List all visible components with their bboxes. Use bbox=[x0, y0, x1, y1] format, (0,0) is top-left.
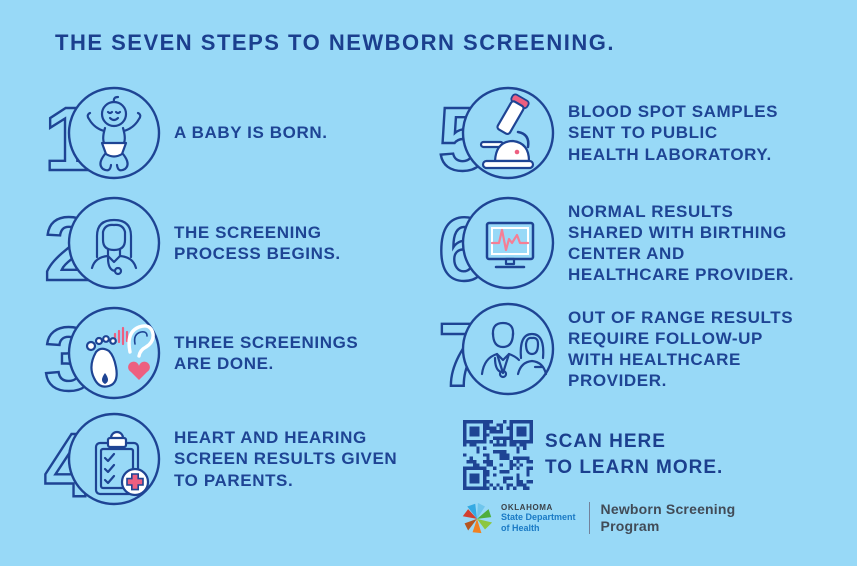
step-4-label: HEART AND HEARING SCREEN RESULTS GIVEN T… bbox=[174, 428, 398, 490]
step-6-badge: 6 bbox=[437, 196, 555, 292]
step-1-badge: 1 bbox=[43, 86, 161, 182]
providers-icon bbox=[480, 321, 548, 379]
logo-line1: OKLAHOMA bbox=[501, 503, 553, 513]
step-4-badge: 4 bbox=[43, 412, 161, 508]
baby-icon bbox=[86, 95, 142, 172]
step-2: 2 THE SCREENING PROCESS BEGINS. bbox=[42, 194, 341, 292]
step-2-badge: 2 bbox=[43, 196, 161, 292]
poster-title: THE SEVEN STEPS TO NEWBORN SCREENING. bbox=[55, 30, 615, 55]
program-name: Newborn Screening Program bbox=[600, 500, 736, 535]
step-5-badge: 5 bbox=[437, 86, 555, 182]
logo-line2: State Department bbox=[501, 512, 576, 523]
step-5-label: BLOOD SPOT SAMPLES SENT TO PUBLIC HEALTH… bbox=[568, 102, 779, 164]
footer-divider bbox=[588, 502, 590, 534]
step-2-label: THE SCREENING PROCESS BEGINS. bbox=[174, 222, 341, 263]
scan-label: SCAN HERE TO LEARN MORE. bbox=[545, 431, 724, 478]
step-7: 7 OUT OF RANGE RESULTS REQUIRE FOLLOW-UP… bbox=[436, 300, 793, 398]
step-1-label: A BABY IS BORN. bbox=[174, 123, 328, 143]
checklist-cross-icon bbox=[94, 430, 150, 497]
step-3-badge: 3 bbox=[43, 306, 161, 402]
step-7-label: OUT OF RANGE RESULTS REQUIRE FOLLOW-UP W… bbox=[568, 307, 794, 391]
step-3-label: THREE SCREENINGS ARE DONE. bbox=[174, 332, 359, 373]
logo-line3: of Health bbox=[501, 522, 540, 533]
microscope-icon bbox=[479, 93, 535, 170]
step-5: 5 BLOOD SPOT SAMPLES SENT TO PUBLIC HEAL… bbox=[436, 84, 778, 182]
logo-text: OKLAHOMA State Department of Health bbox=[501, 503, 576, 533]
qr-code bbox=[463, 420, 533, 490]
step-6-label: NORMAL RESULTS SHARED WITH BIRTHING CENT… bbox=[568, 201, 795, 285]
step-3: 3 THREE SCREENINGS ARE DONE. bbox=[42, 304, 358, 402]
step-7-badge: 7 bbox=[437, 302, 555, 398]
oklahoma-logo bbox=[462, 502, 493, 534]
step-1: 1 A BABY IS BORN. bbox=[42, 84, 328, 182]
footer: OKLAHOMA State Department of Health Newb… bbox=[461, 498, 735, 538]
step-4: 4 HEART AND HEARING SCREEN RESULTS GIVEN… bbox=[42, 410, 397, 508]
monitor-ekg-icon bbox=[485, 221, 535, 269]
foot-ear-heart-icon bbox=[85, 324, 155, 388]
step-6: 6 NORMAL RESULTS SHARED WITH BIRTHING CE… bbox=[436, 194, 794, 292]
clinician-icon bbox=[90, 218, 138, 276]
